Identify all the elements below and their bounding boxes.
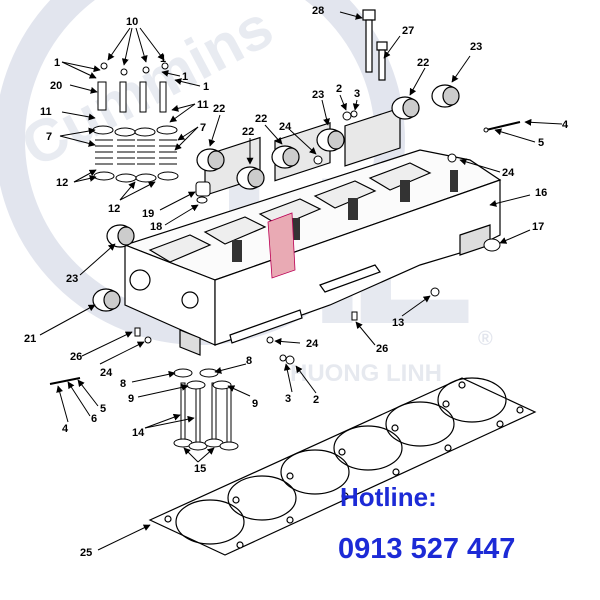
hotline-label: Hotline:	[340, 482, 437, 512]
callout-labels: 10 1 1 1 1 20 11 11 7 7 12 12 19 18 22 2…	[24, 5, 569, 559]
callout-24: 24	[100, 367, 113, 379]
callout-14: 14	[132, 427, 145, 439]
callout-24: 24	[306, 338, 319, 350]
small-parts	[49, 110, 521, 385]
callout-3: 3	[354, 88, 360, 100]
callout-12: 12	[108, 203, 120, 215]
callout-26: 26	[376, 343, 388, 355]
callout-23: 23	[312, 89, 324, 101]
callout-24: 24	[290, 121, 303, 133]
callout-11: 11	[197, 99, 209, 111]
cam-bearing-shells	[92, 84, 460, 312]
valve-springs-retainers	[92, 62, 211, 204]
leader-lines	[39, 11, 563, 551]
callout-23: 23	[66, 273, 78, 285]
callout-13: 13	[392, 317, 404, 329]
callout-24: 24	[502, 167, 515, 179]
callout-22: 22	[255, 113, 267, 125]
callout-3: 3	[285, 393, 291, 405]
callout-1: 1	[160, 53, 166, 65]
callout-12: 12	[56, 177, 68, 189]
callout-2: 2	[313, 394, 319, 406]
callout-9: 9	[128, 393, 134, 405]
callout-25: 25	[80, 547, 92, 559]
callout-8: 8	[120, 378, 126, 390]
callout-23: 23	[470, 41, 482, 53]
callout-10: 10	[126, 16, 138, 28]
callout-21: 21	[24, 333, 36, 345]
callout-20: 20	[50, 80, 62, 92]
callout-17: 17	[532, 221, 544, 233]
head-bolts	[362, 9, 388, 81]
callout-11: 11	[40, 106, 52, 118]
callout-16: 16	[535, 187, 547, 199]
callout-22: 22	[242, 126, 254, 138]
callout-5: 5	[100, 403, 106, 415]
callout-7: 7	[200, 122, 206, 134]
callout-22: 22	[213, 103, 225, 115]
callout-27: 27	[402, 25, 414, 37]
valves	[173, 368, 239, 451]
callout-28: 28	[312, 5, 324, 17]
callout-6: 6	[91, 413, 97, 425]
callout-22: 22	[417, 57, 429, 69]
head-gasket	[148, 377, 537, 556]
callout-5: 5	[538, 137, 544, 149]
hotline-number: 0913 527 447	[338, 533, 516, 565]
callout-9: 9	[252, 398, 258, 410]
callout-2: 2	[336, 83, 342, 95]
callout-15: 15	[194, 463, 206, 475]
cylinder-head-block	[123, 107, 502, 356]
callout-4: 4	[62, 423, 69, 435]
callout-18: 18	[150, 221, 162, 233]
callout-19: 19	[142, 208, 154, 220]
callout-8: 8	[246, 355, 252, 367]
callout-1: 1	[54, 57, 60, 69]
callout-1: 1	[203, 81, 209, 93]
callout-1: 1	[182, 71, 188, 83]
callout-7: 7	[46, 131, 52, 143]
callout-4: 4	[562, 119, 569, 131]
callout-26: 26	[70, 351, 82, 363]
callout-24: 24	[279, 121, 292, 133]
